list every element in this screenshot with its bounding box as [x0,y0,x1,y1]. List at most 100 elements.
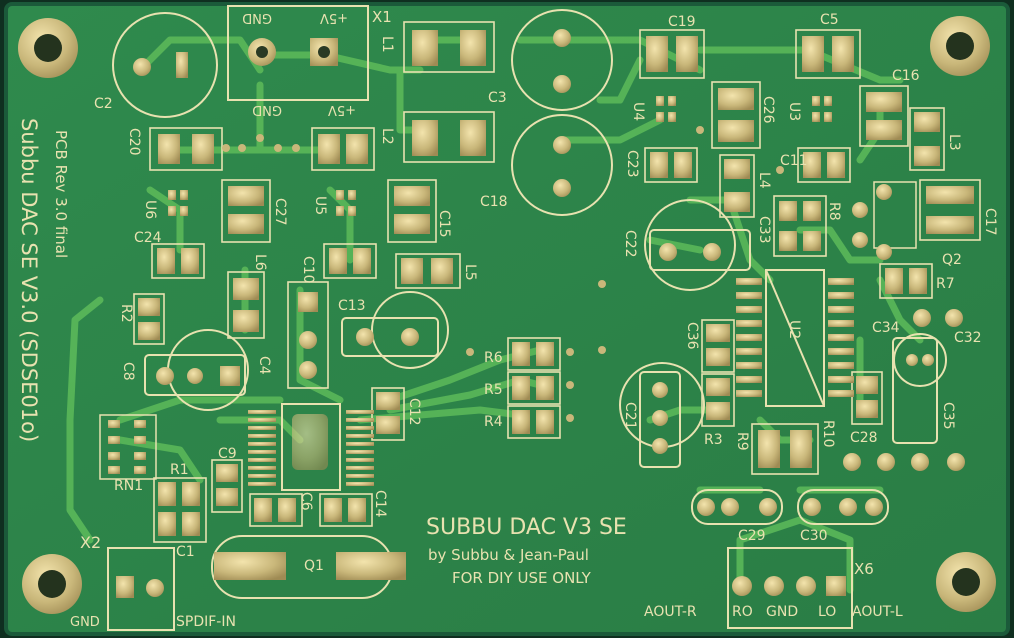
mounting-hole-top-left [18,18,78,78]
ref-r4: R4 [484,414,503,430]
ref-r10: R10 [820,420,836,448]
label-gnd-top: GND [242,10,272,25]
ref-u2: U2 [786,320,802,339]
label-aout-r: AOUT-R [644,604,697,620]
electrolytic-caps [112,9,947,468]
ref-rn1: RN1 [114,478,143,494]
cap-c2 [112,12,218,118]
cap-c3 [511,9,613,111]
connector-x6 [727,547,853,629]
cap-c18 [511,114,613,216]
pcb-name-text: Subbu DAC SE V3.0 (SDSE01o) [17,118,41,442]
ref-u4: U4 [630,102,646,121]
ref-q2: Q2 [942,252,962,268]
ref-c28: C28 [850,430,878,446]
ref-l2: L2 [379,128,395,145]
rn1-network [99,414,157,480]
ref-r1: R1 [170,462,189,478]
q2-transistor [852,181,917,260]
ref-r9: R9 [734,432,750,451]
ref-l1: L1 [379,36,395,53]
ic-u2 [736,269,854,407]
ref-c14: C14 [372,490,388,518]
ref-c21: C21 [622,402,638,430]
ref-c15: C15 [436,210,452,238]
ref-r6: R6 [484,350,503,366]
ref-c32: C32 [954,330,982,346]
label-ro: RO [732,604,753,620]
ref-c2: C2 [94,96,113,112]
cap-c13 [341,291,449,369]
board-authors: by Subbu & Jean-Paul [428,546,589,564]
ref-c23: C23 [624,150,640,178]
mounting-hole-top-right [930,16,990,76]
regulators [168,96,832,216]
label-x2: X2 [80,533,101,552]
ic-receiver [248,403,374,491]
board-title: SUBBU DAC V3 SE [426,515,627,540]
ref-c12: C12 [406,398,422,426]
ref-c17: C17 [982,208,998,236]
label-x1: X1 [372,8,392,26]
mounting-holes [18,16,996,614]
ref-r2: R2 [118,304,134,323]
film-caps [691,489,889,525]
ref-c1: C1 [176,544,195,560]
label-x6: X6 [854,560,874,578]
ref-c30: C30 [800,528,828,544]
ref-u3: U3 [786,102,802,121]
crystal-q1 [211,535,406,599]
vias [222,126,784,422]
board-note: FOR DIY USE ONLY [452,569,592,587]
ref-c9: C9 [218,446,237,462]
label-lo: LO [818,604,836,620]
ref-l5: L5 [462,264,478,281]
cap-c22 [644,199,751,291]
ref-u5: U5 [312,196,328,215]
label-gnd-out: GND [766,604,798,620]
ref-c20: C20 [126,128,142,156]
smd-pads [133,21,981,543]
ref-u6: U6 [142,200,158,219]
ref-c10: C10 [300,256,316,284]
label-gnd-mid: GND [252,102,282,117]
label-5v-mid: +5V [328,102,356,117]
ref-c24: C24 [134,230,162,246]
mounting-hole-bottom-right [936,552,996,612]
label-5v-top: +5V [320,10,348,25]
ref-c16: C16 [892,68,920,84]
ref-r5: R5 [484,382,503,398]
ref-c4: C4 [256,356,272,375]
ref-l4: L4 [756,172,772,189]
ref-l3: L3 [946,134,962,151]
ref-c26: C26 [760,96,776,124]
ref-c34: C34 [872,320,900,336]
ref-c19: C19 [668,14,696,30]
ref-l6: L6 [252,254,268,271]
label-spdif-in: SPDIF-IN [176,614,236,630]
ref-c13: C13 [338,298,366,314]
connector-x1: GND +5V X1 GND +5V [227,5,392,117]
cap-c35 [892,333,947,444]
ref-q1: Q1 [304,558,324,574]
ref-r8: R8 [826,202,842,221]
ref-c6: C6 [298,492,314,511]
ref-c27: C27 [272,198,288,226]
connector-x2 [107,547,175,631]
ref-r3: R3 [704,432,723,448]
ref-c5: C5 [820,12,839,28]
ref-c35: C35 [940,402,956,430]
ref-c18: C18 [480,194,508,210]
ref-c11: C11 [780,153,808,169]
c4-pins [298,292,318,379]
ref-c22: C22 [622,230,638,258]
ref-c36: C36 [684,322,700,350]
cap-c21 [619,362,705,468]
mounting-hole-bottom-left [22,554,82,614]
reference-designators: C2 C3 C18 C19 C5 C16 L1 L2 L3 L4 L5 L6 C… [94,12,998,574]
ref-c33: C33 [756,216,772,244]
label-gnd-bottom: GND [70,615,100,630]
pcb-revision-text: PCB Rev 3.0 final [52,130,70,258]
ref-r7: R7 [936,276,955,292]
